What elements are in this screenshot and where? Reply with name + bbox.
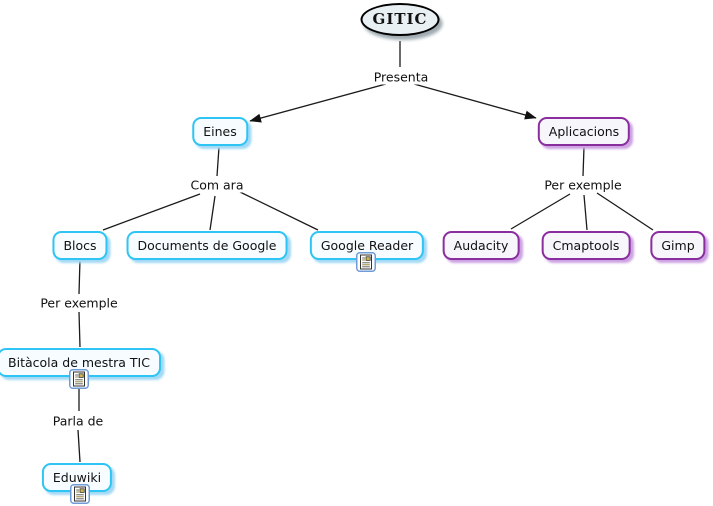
document-resource-icon[interactable] [70,484,90,504]
node-aplicacions[interactable]: Aplicacions [537,117,631,146]
linking-phrase-parla-de[interactable]: Parla de [50,413,106,429]
linking-phrase-per-exemple-right[interactable]: Per exemple [542,177,624,193]
node-cmaptools[interactable]: Cmaptools [541,231,631,260]
edge-perexemple-cmaptools [583,194,588,231]
edge-blocs-perexemple [78,258,81,295]
document-resource-icon[interactable] [356,252,376,272]
edge-comara-blocs [102,193,201,231]
edge-comara-reader [239,191,319,231]
linking-phrase-com-ara[interactable]: Com ara [188,177,246,193]
node-gimp[interactable]: Gimp [650,231,706,260]
edge-eines-comara [216,146,220,177]
node-gitic[interactable]: GITIC [360,3,440,36]
node-eines[interactable]: Eines [192,117,248,146]
node-documents-de-google[interactable]: Documents de Google [126,231,288,260]
edge-perexemple-bitacola [78,311,81,348]
node-audacity[interactable]: Audacity [442,231,520,260]
edge-perexemple-gimp [596,192,654,231]
edge-perexemple-audacity [510,193,571,230]
node-blocs[interactable]: Blocs [52,231,108,260]
linking-phrase-presenta[interactable]: Presenta [371,69,431,85]
linking-phrase-per-exemple-left[interactable]: Per exemple [38,295,120,311]
edge-aplicacions-perexemple [582,146,585,177]
edge-comara-documents [209,195,216,231]
document-resource-icon[interactable] [69,369,89,389]
edge-presenta-eines [249,83,387,123]
edge-presenta-aplicacions [413,83,537,120]
edge-parlade-eduwiki [77,429,81,463]
